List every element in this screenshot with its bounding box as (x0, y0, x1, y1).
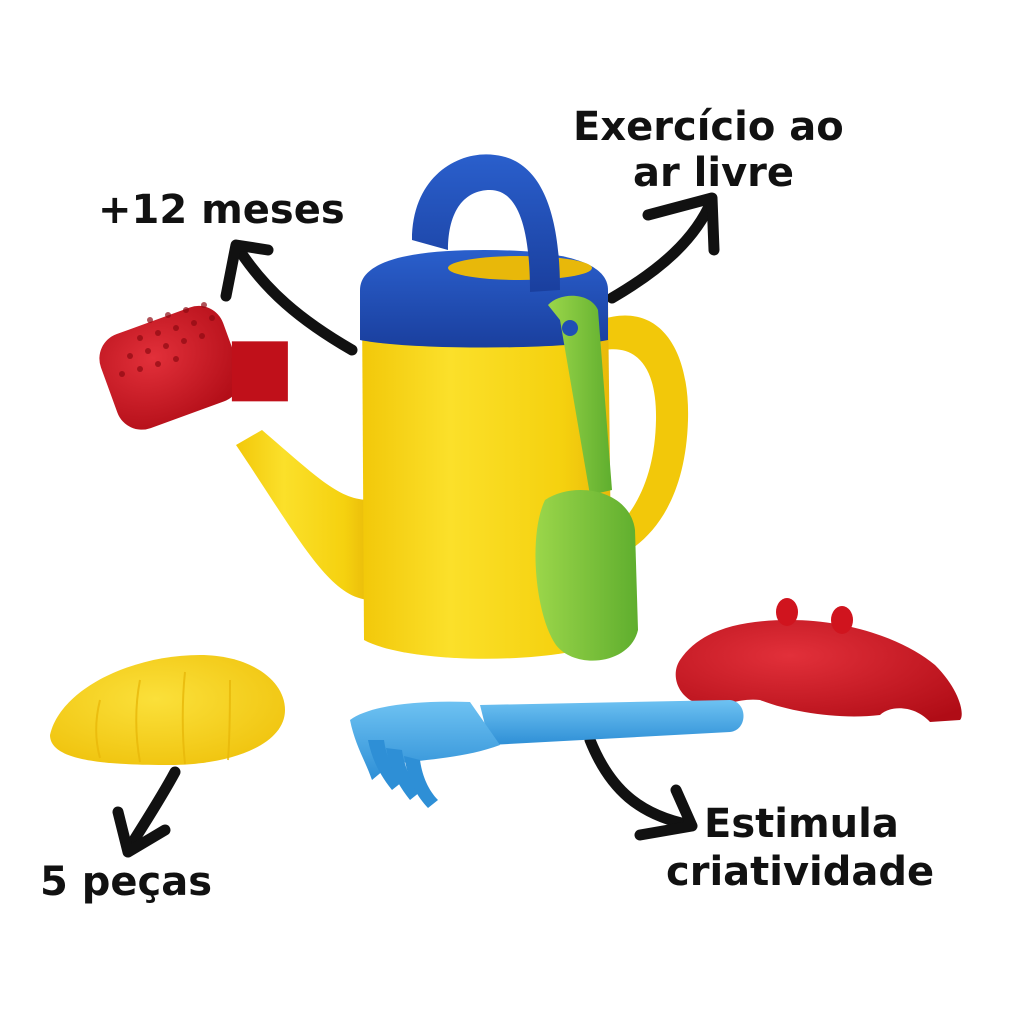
outdoor-label-line2: ar livre (633, 150, 794, 196)
age-label: +12 meses (98, 187, 345, 233)
crab-mold (675, 598, 962, 722)
arrow-age-icon (220, 239, 358, 356)
creativity-label-line2: criatividade (666, 849, 935, 895)
creativity-label: Estimula criatividade (666, 800, 934, 896)
arrow-pieces-icon (112, 766, 181, 858)
creativity-label-line1: Estimula (704, 801, 899, 847)
pieces-label: 5 peças (40, 859, 213, 905)
rake (350, 700, 744, 808)
outdoor-label: Exercício ao ar livre (573, 104, 844, 196)
arrow-outdoor-icon (606, 192, 720, 304)
shell-mold (50, 655, 285, 765)
shovel (535, 295, 638, 661)
outdoor-label-line1: Exercício ao (573, 104, 844, 150)
arrow-creativity-icon (584, 734, 698, 841)
